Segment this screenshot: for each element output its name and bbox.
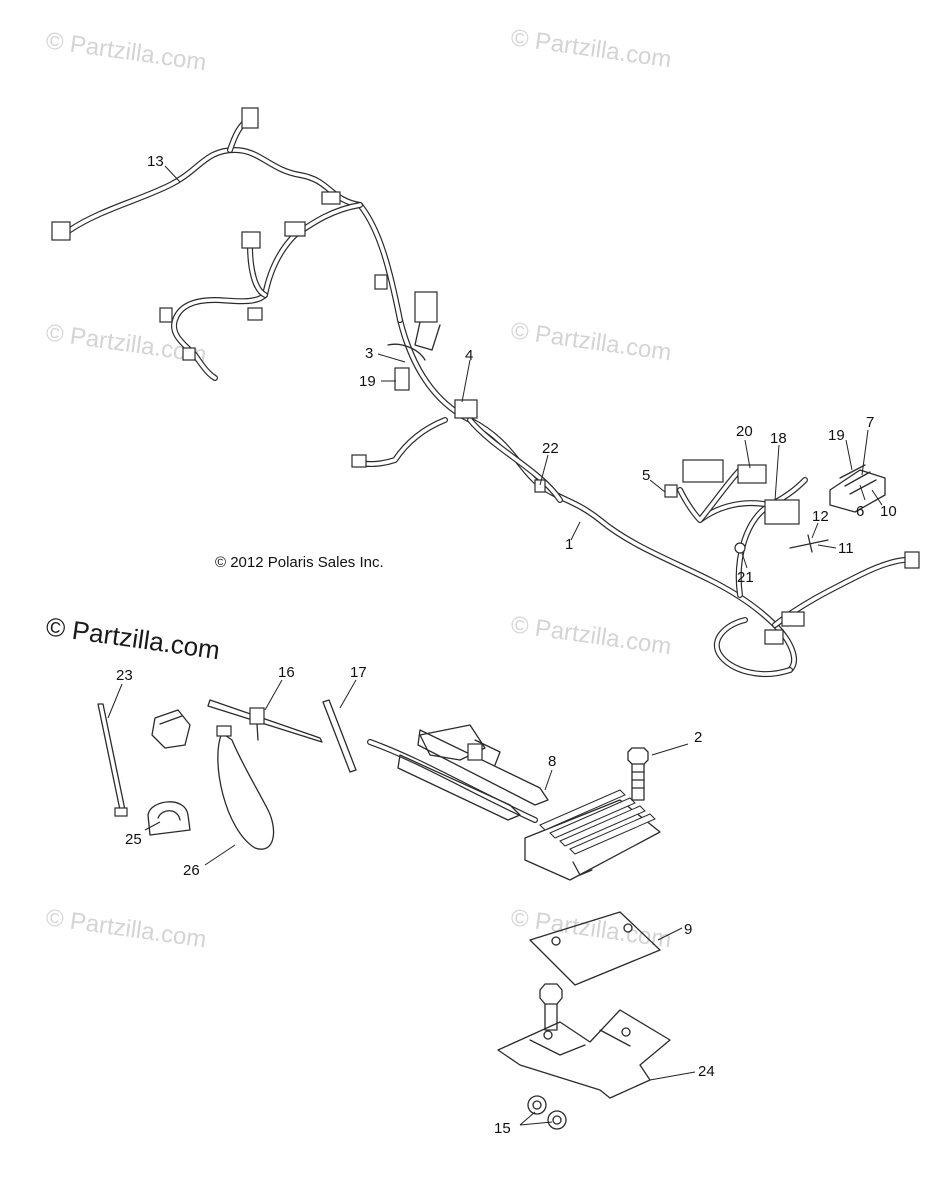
leader-lines [107,165,883,1126]
harness-connector [159,307,173,323]
callout-19-left: 19 [359,373,376,390]
loop-tie-26 [216,725,275,850]
harness-connector [534,479,546,493]
callout-8: 8 [548,753,556,770]
callout-19-right: 19 [828,427,845,444]
callout-23: 23 [116,667,133,684]
watermark: © Partzilla.com [44,27,208,76]
harness-connector [284,221,306,237]
watermark: © Partzilla.com [509,317,673,366]
callout-13: 13 [147,153,164,170]
harness-connector [781,611,805,627]
callout-1: 1 [565,536,573,553]
grommet-21 [734,542,746,554]
callout-24: 24 [698,1063,715,1080]
harness-connector [321,191,341,205]
voltage-regulator-8 [367,724,661,881]
callout-18: 18 [770,430,787,447]
plate-9 [529,911,661,986]
clamp-25 [147,801,191,836]
harness-connector [182,347,196,361]
bracket-24 [497,1009,671,1099]
harness-connector [351,454,367,468]
watermark-strong: © Partzilla.com [44,611,222,665]
tie-strap-16 [207,699,323,743]
callout-5: 5 [642,467,650,484]
callout-11: 11 [838,540,854,557]
watermark: © Partzilla.com [509,904,673,953]
bolt-2 [627,747,649,801]
callout-16: 16 [278,664,295,681]
clip-14 [151,709,191,749]
bracket-11 [789,534,829,553]
callout-labels: 13 3 19 4 22 1 5 20 18 19 7 6 10 12 11 2… [116,153,897,1137]
callout-20: 20 [736,423,753,440]
callout-6: 6 [856,503,864,520]
callout-12: 12 [812,508,829,525]
callout-21: 21 [737,569,754,586]
right-component-cluster [664,459,886,554]
callout-7: 7 [866,414,874,431]
connector-boot [414,321,441,351]
callout-22: 22 [542,440,559,457]
copyright-notice: © 2012 Polaris Sales Inc. [215,554,384,571]
callout-3: 3 [365,345,373,362]
connector-20 [737,464,767,484]
cable-tie-17 [322,699,357,773]
harness-connector [374,274,388,290]
bolt-with-washer [539,983,563,1031]
main-wire-harness [351,317,920,678]
connector-5 [664,484,678,498]
harness-connector [764,629,784,645]
relay-connector [394,367,410,391]
cable-tie-23 [97,703,128,817]
harness-connector [241,107,259,129]
callout-9: 9 [684,921,692,938]
watermark: © Partzilla.com [44,904,208,953]
watermark: © Partzilla.com [509,24,673,73]
multi-pin-connector [682,459,724,483]
harness-connector [454,399,478,419]
watermark: © Partzilla.com [509,611,673,660]
fuse-block-7 [829,469,886,513]
callout-26: 26 [183,862,200,879]
harness-connector [247,307,263,321]
callout-17: 17 [350,664,367,681]
fuse-box-18 [764,499,800,525]
nuts-15 [527,1095,567,1130]
callout-25: 25 [125,831,142,848]
callout-4: 4 [465,347,473,364]
strap [387,343,426,361]
upper-harness [51,107,478,419]
callout-15: 15 [494,1120,511,1137]
callout-10: 10 [880,503,897,520]
harness-connector [241,231,261,249]
fuse-block-detail [839,464,877,495]
callout-2: 2 [694,729,702,746]
harness-connector [904,551,920,569]
harness-connector [414,291,438,323]
harness-connector [51,221,71,241]
